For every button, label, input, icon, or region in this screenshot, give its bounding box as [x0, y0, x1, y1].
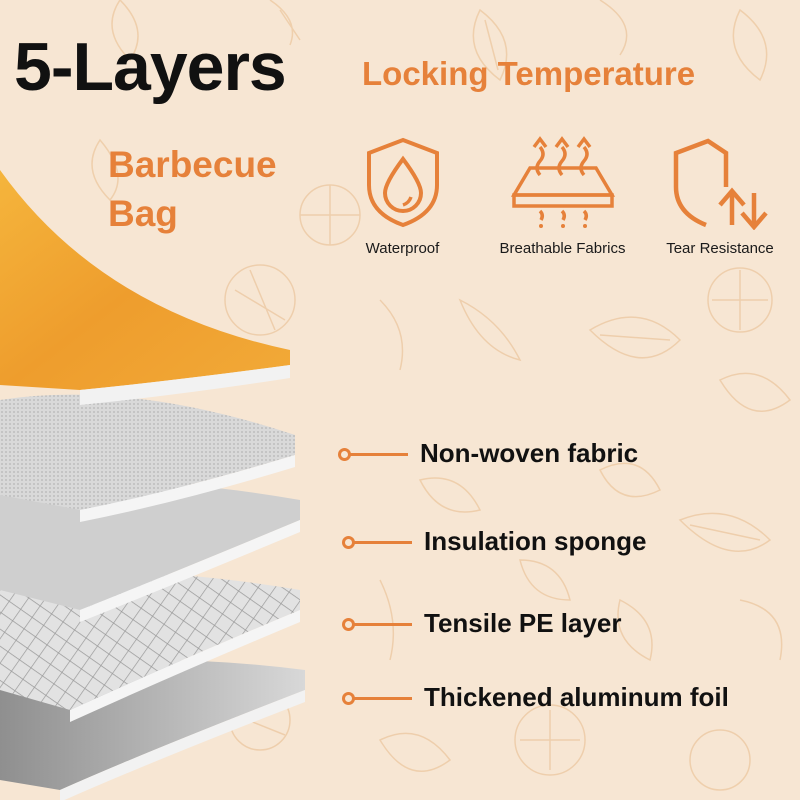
feature-waterproof: Waterproof — [350, 135, 455, 257]
product-name: Barbecue Bag — [108, 140, 277, 238]
layers-illustration — [0, 170, 305, 800]
bullet-connector-icon — [340, 534, 416, 550]
bullet-connector-icon — [336, 446, 412, 462]
shield-arrows-icon — [673, 138, 768, 230]
feature-tear-resistance: Tear Resistance — [655, 135, 785, 257]
list-item-label: Insulation sponge — [424, 526, 647, 556]
layer-non-woven — [0, 394, 295, 510]
feature-breathable: Breathable Fabrics — [480, 135, 645, 257]
bullet-connector-icon — [340, 690, 416, 706]
list-item-label: Non-woven fabric — [420, 438, 639, 468]
list-item-label: Tensile PE layer — [424, 608, 622, 638]
feature-label: Waterproof — [365, 240, 440, 257]
list-item-label: Thickened aluminum foil — [424, 682, 729, 712]
breathable-fabric-icon — [510, 136, 615, 228]
list-item: Non-woven fabric — [336, 438, 638, 469]
product-name-line1: Barbecue — [108, 144, 277, 185]
list-item: Thickened aluminum foil — [340, 682, 729, 713]
shield-water-drop-icon — [366, 137, 439, 228]
product-name-line2: Bag — [108, 193, 178, 234]
page-title: 5-Layers — [14, 29, 287, 105]
list-item: Insulation sponge — [340, 526, 646, 557]
layer-orange-top — [0, 170, 290, 390]
subtitle: Locking Temperature — [362, 55, 696, 92]
list-item: Tensile PE layer — [340, 608, 622, 639]
feature-label: Breathable Fabrics — [499, 240, 626, 257]
layer-insulation-sponge — [0, 482, 300, 610]
feature-label: Tear Resistance — [666, 240, 774, 257]
bullet-connector-icon — [340, 616, 416, 632]
features-row: Waterproof Breathable Fabrics Tear Resis… — [350, 135, 790, 285]
